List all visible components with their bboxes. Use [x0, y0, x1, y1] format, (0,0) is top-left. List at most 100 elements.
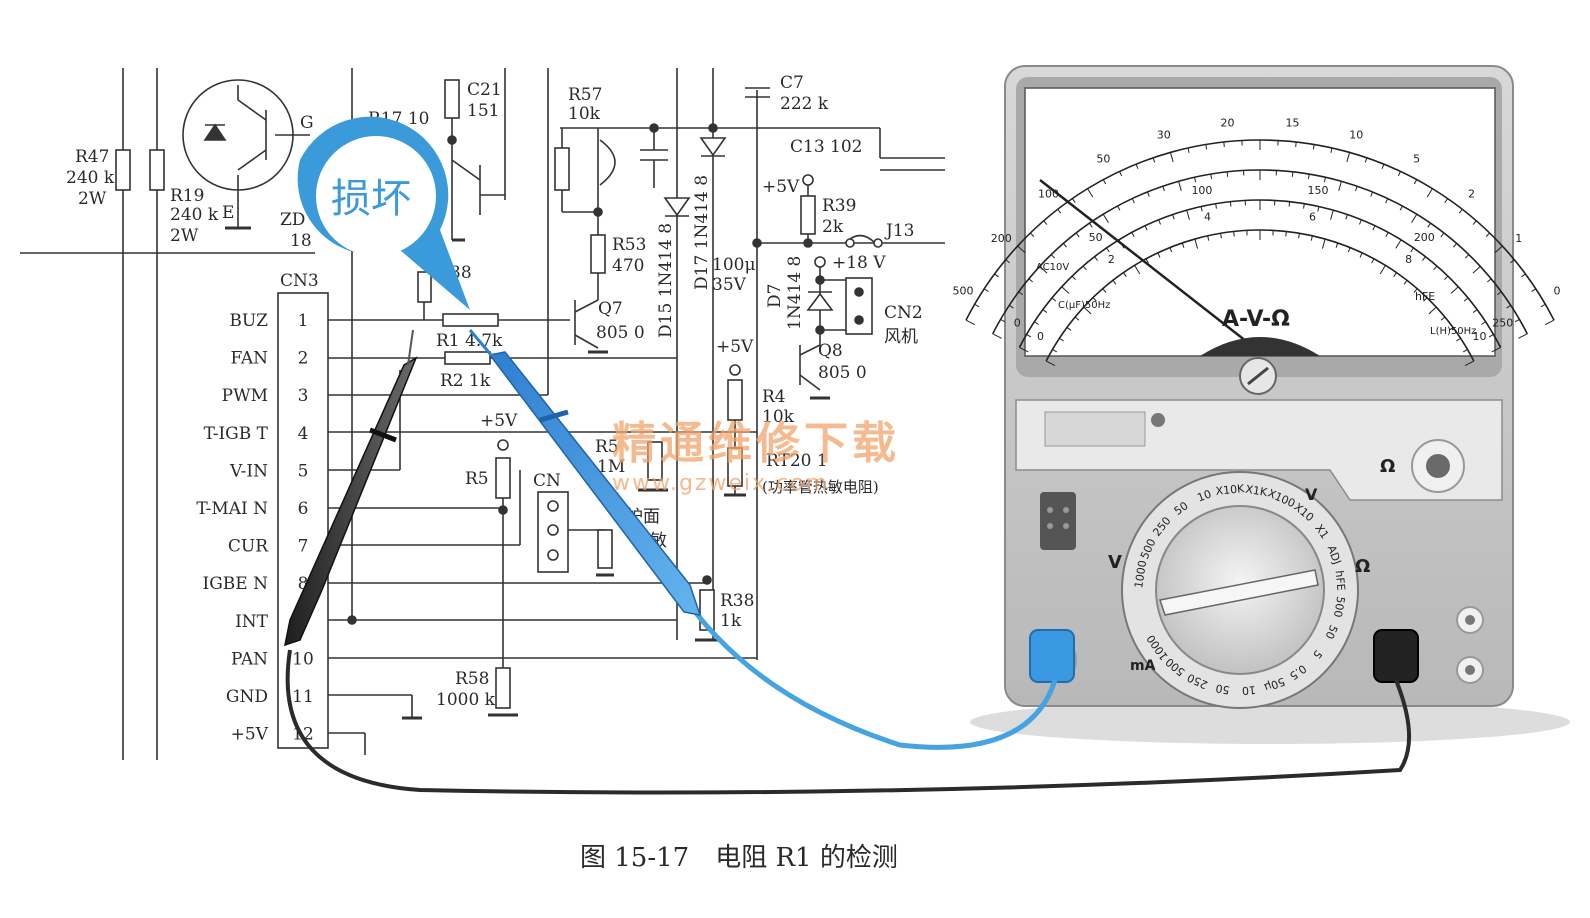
svg-text:C13 102: C13 102	[790, 137, 863, 157]
dial-range-label: 500	[1331, 595, 1347, 618]
scale-tick-label: 4	[1204, 210, 1211, 223]
svg-text:240 k: 240 k	[170, 205, 219, 225]
svg-text:G: G	[300, 113, 314, 133]
scale-tick-label: 6	[1309, 210, 1316, 223]
meter-scales	[965, 139, 1555, 367]
black-probe-plug	[1373, 629, 1419, 683]
svg-text:470: 470	[612, 256, 644, 276]
dial-range-label: 10	[1195, 487, 1213, 504]
svg-text:R19: R19	[170, 186, 204, 206]
scale-tick-label: 5	[1413, 153, 1420, 166]
dial-range-label: 50	[1215, 681, 1231, 696]
black-probe	[284, 356, 418, 647]
svg-text:CN3: CN3	[280, 271, 319, 291]
svg-text:2W: 2W	[78, 189, 107, 209]
svg-text:Q7: Q7	[598, 299, 623, 319]
pin-number: 2	[298, 349, 309, 369]
svg-text:18: 18	[290, 231, 312, 251]
damage-callout: 损坏	[297, 116, 470, 310]
svg-text:2k: 2k	[822, 217, 844, 237]
pin-number: 5	[298, 461, 309, 481]
dial-range-label: 1000	[1132, 559, 1149, 589]
svg-text:+5V: +5V	[716, 337, 754, 357]
scale-tick-label: 30	[1157, 129, 1171, 142]
svg-text:D17 1N414 8: D17 1N414 8	[692, 175, 712, 290]
scale-tick-label: 200	[991, 232, 1012, 245]
svg-text:L(H)50Hz: L(H)50Hz	[1430, 326, 1476, 337]
svg-text:mA: mA	[1130, 658, 1156, 674]
pin-label: T-MAI N	[196, 499, 268, 519]
svg-text:V: V	[1108, 552, 1122, 573]
pin-number: 7	[298, 537, 309, 557]
pin-label: +5V	[231, 725, 269, 745]
pin-label: PWM	[222, 386, 268, 406]
scale-tick-label: 200	[1414, 231, 1435, 244]
red-probe-plug	[1029, 629, 1075, 683]
svg-text:1000 k: 1000 k	[436, 690, 496, 710]
svg-text:2W: 2W	[170, 226, 199, 246]
scale-tick-label: 100	[1191, 184, 1212, 197]
svg-text:R58: R58	[455, 669, 489, 689]
scale-tick-label: 15	[1285, 117, 1299, 130]
pin-label: V-IN	[229, 461, 268, 481]
callout-text: 损坏	[331, 176, 411, 222]
dial-range-label: 10	[1241, 683, 1256, 697]
svg-text:www.gzweix.com: www.gzweix.com	[612, 471, 829, 496]
svg-text:D15 1N414 8: D15 1N414 8	[656, 223, 676, 338]
scale-tick-label: 1	[1515, 232, 1522, 245]
svg-text:ZD: ZD	[280, 210, 305, 230]
scale-tick-label: 2	[1108, 253, 1115, 266]
svg-text:R47: R47	[75, 147, 109, 167]
svg-text:RT20 1: RT20 1	[766, 451, 828, 471]
svg-text:240 k: 240 k	[66, 168, 115, 188]
pin-label: FAN	[231, 349, 269, 369]
schematic	[20, 68, 945, 760]
svg-text:风机: 风机	[884, 327, 918, 347]
pin-label: GND	[226, 687, 268, 707]
blue-wire	[687, 603, 1058, 750]
pin-number: 1	[298, 311, 309, 331]
svg-text:CN: CN	[533, 471, 561, 491]
pin-number: 10	[292, 649, 314, 669]
svg-text:V: V	[1305, 485, 1318, 504]
meter-title: A-V-Ω	[1222, 307, 1290, 332]
svg-text:+5V: +5V	[480, 411, 518, 431]
range-knob-pointer	[1159, 569, 1319, 616]
svg-text:C21: C21	[467, 80, 502, 100]
svg-text:R5: R5	[595, 437, 619, 457]
scale-tick-label: 250	[1492, 316, 1513, 329]
svg-text:1M: 1M	[597, 457, 625, 477]
pin-label: BUZ	[229, 311, 268, 331]
svg-text:+18 V: +18 V	[832, 253, 886, 273]
svg-text:C7: C7	[780, 73, 804, 93]
svg-text:精通维修下载: 精通维修下载	[612, 418, 900, 469]
dial-range-label: X1K	[1245, 483, 1269, 499]
pin-number: 8	[298, 574, 309, 594]
svg-text:R53: R53	[612, 235, 646, 255]
watermark: 精通维修下载 www.gzweix.com	[612, 418, 900, 496]
scale-tick-label: 150	[1308, 184, 1329, 197]
scale-tick-label: 50	[1096, 153, 1110, 166]
svg-text:10k: 10k	[568, 104, 601, 124]
scale-tick-label: 0	[1037, 330, 1044, 343]
svg-text:10k: 10k	[762, 407, 795, 427]
svg-text:Ω: Ω	[1355, 556, 1370, 577]
svg-text:805 0: 805 0	[818, 363, 867, 383]
svg-text:C(μF)50Hz: C(μF)50Hz	[1058, 300, 1110, 311]
scale-tick-label: 50	[1089, 231, 1103, 244]
scale-tick-label: 8	[1405, 253, 1412, 266]
pin-label: CUR	[228, 537, 269, 557]
dial-range-label: X10K	[1215, 482, 1246, 498]
svg-text:R57: R57	[568, 85, 602, 105]
scale-tick-label: 500	[953, 284, 974, 297]
pin-label: INT	[235, 612, 269, 632]
meter-face	[1024, 87, 1496, 357]
svg-text:100μ: 100μ	[712, 255, 756, 275]
svg-text:R39: R39	[822, 196, 856, 216]
scale-tick-label: 0	[1014, 316, 1021, 329]
svg-text:1k: 1k	[720, 611, 742, 631]
pin-number: 4	[298, 424, 309, 444]
